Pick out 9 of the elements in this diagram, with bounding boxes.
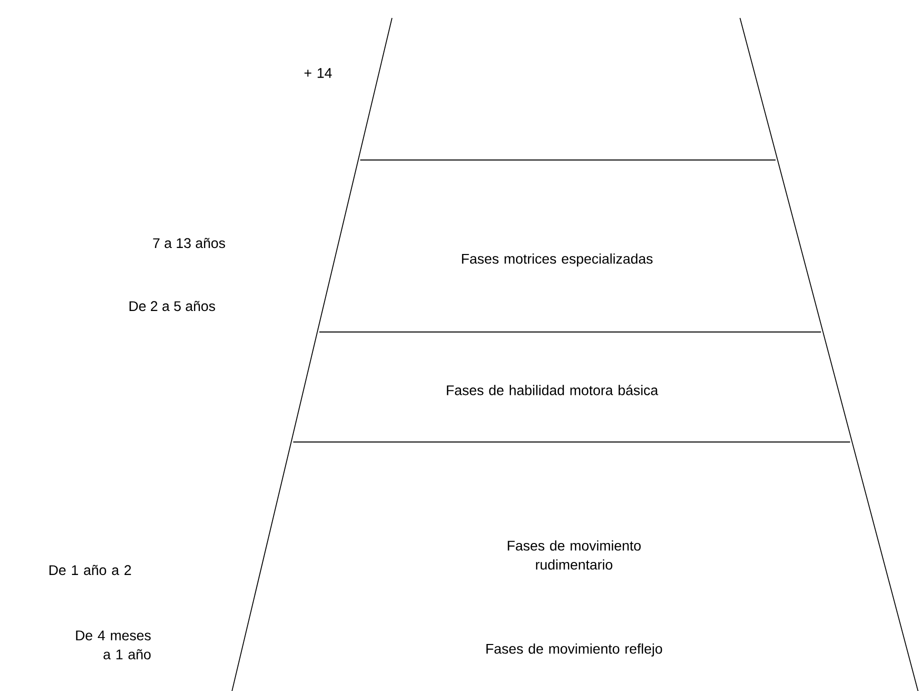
stage-label: Fases de movimiento rudimentario: [508, 540, 641, 570]
stage-label: Fases motrices especializadas: [462, 253, 653, 267]
age-label: De 1 año a 2: [50, 564, 131, 576]
age-label: De 2 a 5 años: [130, 300, 216, 312]
age-label: + 14: [304, 68, 332, 78]
stage-label: Fases de movimiento reflejo: [486, 643, 662, 657]
age-label: De 4 meses a 1 año: [76, 630, 151, 660]
age-label: 7 a 13 años: [153, 238, 226, 248]
stage-label: Fases de habilidad motora básica: [446, 384, 658, 396]
